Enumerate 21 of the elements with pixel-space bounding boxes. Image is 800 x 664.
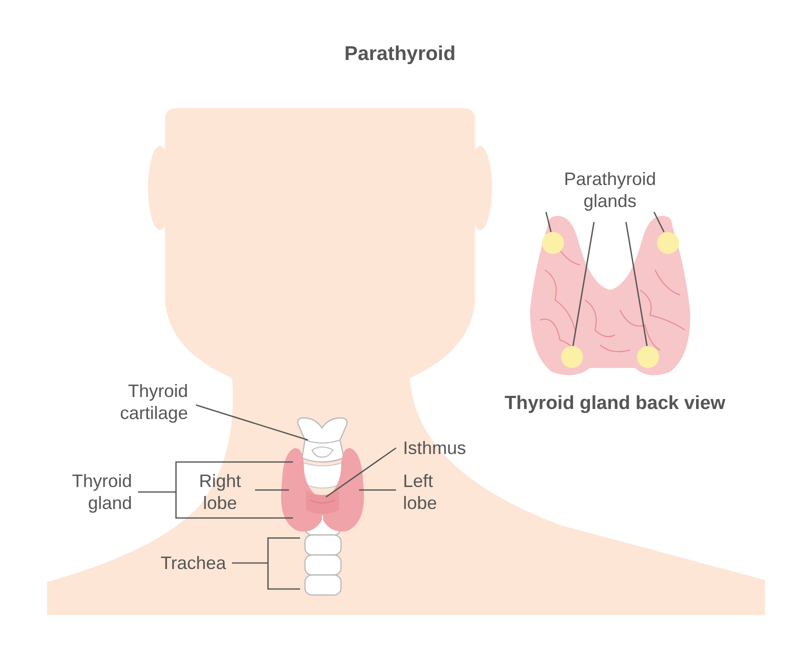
parathyroid-gland [542, 232, 564, 254]
callout-label: Parathyroid glands [540, 168, 680, 212]
leader-line [625, 222, 648, 346]
parathyroid-gland [637, 346, 659, 368]
leader-line [653, 212, 665, 232]
callout-label: Thyroid gland [70, 470, 132, 514]
callout-label: Left lobe [403, 470, 463, 514]
leader-line [572, 222, 595, 346]
parathyroid-gland [561, 346, 583, 368]
leader-line [359, 489, 396, 491]
leader-line [255, 489, 289, 491]
callout-label: Isthmus [403, 437, 493, 459]
callout-label: Trachea [160, 552, 226, 574]
callout-label: Thyroid cartilage [88, 380, 188, 424]
view-caption: Thyroid gland back view [504, 392, 726, 415]
callout-label: Right lobe [190, 470, 250, 514]
leader-line [326, 447, 396, 498]
leader-line [545, 212, 552, 232]
diagram-title: Parathyroid [343, 42, 457, 66]
parathyroid-gland [657, 232, 679, 254]
isthmus-drawing [306, 490, 339, 514]
